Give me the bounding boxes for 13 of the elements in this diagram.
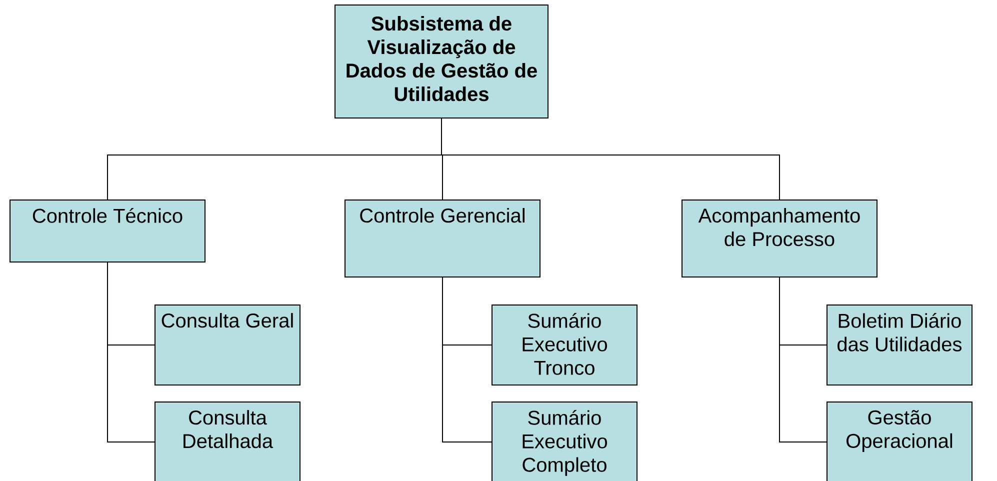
connector-line [779, 277, 827, 442]
org-box: Sumário Executivo Completo [492, 402, 638, 481]
org-box: Boletim Diário das Utilidades [826, 304, 972, 386]
org-box: Sumário Executivo Tronco [492, 304, 638, 386]
org-box: Gestão Operacional [826, 402, 972, 481]
org-box: Consulta Geral [154, 304, 300, 386]
connector-line [107, 262, 155, 442]
connector-line [442, 277, 492, 442]
org-box: Acompanhamento de Processo [682, 200, 878, 278]
org-box: Controle Gerencial [344, 200, 540, 278]
org-box: Controle Técnico [10, 200, 206, 262]
org-box: Consulta Detalhada [154, 402, 300, 481]
org-box: Subsistema de Visualização de Dados de Gestão de Utilidades [334, 4, 548, 118]
